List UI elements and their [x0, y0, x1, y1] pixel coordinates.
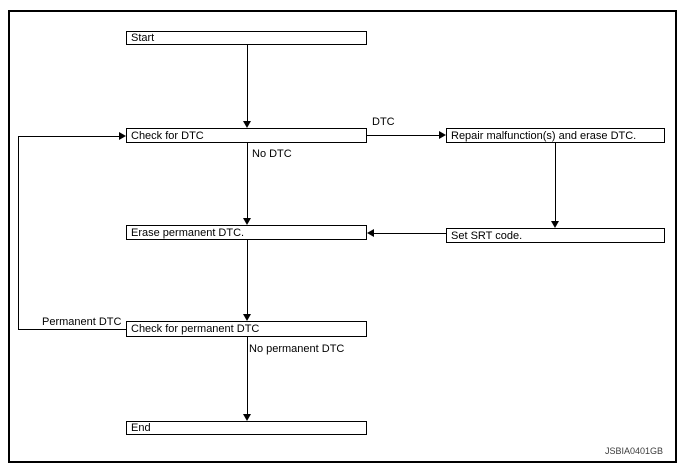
connector-repair-to-set-srt — [555, 143, 556, 221]
arrowhead-right-icon — [119, 132, 126, 140]
node-set-srt-code: Set SRT code. — [446, 228, 665, 243]
edge-label-no-permanent-dtc: No permanent DTC — [249, 343, 345, 355]
node-end: End — [126, 421, 367, 435]
connector-start-to-check-dtc — [247, 45, 248, 122]
connector-check-dtc-to-erase — [247, 143, 248, 218]
edge-label-dtc: DTC — [372, 116, 395, 128]
diagram-border — [8, 10, 677, 463]
connector-feedback-bottom — [18, 329, 126, 330]
node-check-permanent-dtc: Check for permanent DTC — [126, 321, 367, 337]
arrowhead-right-icon — [439, 131, 446, 139]
arrowhead-down-icon — [243, 414, 251, 421]
connector-erase-to-check-permanent — [247, 240, 248, 314]
connector-feedback-vertical — [18, 136, 19, 330]
arrowhead-down-icon — [243, 314, 251, 321]
node-erase-permanent-dtc: Erase permanent DTC. — [126, 225, 367, 240]
edge-label-permanent-dtc: Permanent DTC — [42, 316, 122, 328]
connector-check-dtc-to-repair — [367, 135, 439, 136]
node-repair-erase-dtc: Repair malfunction(s) and erase DTC. — [446, 128, 665, 143]
figure-code: JSBIA0401GB — [604, 446, 663, 456]
node-start: Start — [126, 31, 367, 45]
connector-check-permanent-to-end — [247, 337, 248, 414]
connector-feedback-top — [18, 136, 119, 137]
arrowhead-down-icon — [243, 218, 251, 225]
edge-label-no-dtc: No DTC — [252, 148, 292, 160]
arrowhead-down-icon — [243, 121, 251, 128]
arrowhead-down-icon — [551, 221, 559, 228]
node-check-dtc: Check for DTC — [126, 128, 367, 143]
connector-set-srt-to-erase — [374, 233, 446, 234]
arrowhead-left-icon — [367, 229, 374, 237]
